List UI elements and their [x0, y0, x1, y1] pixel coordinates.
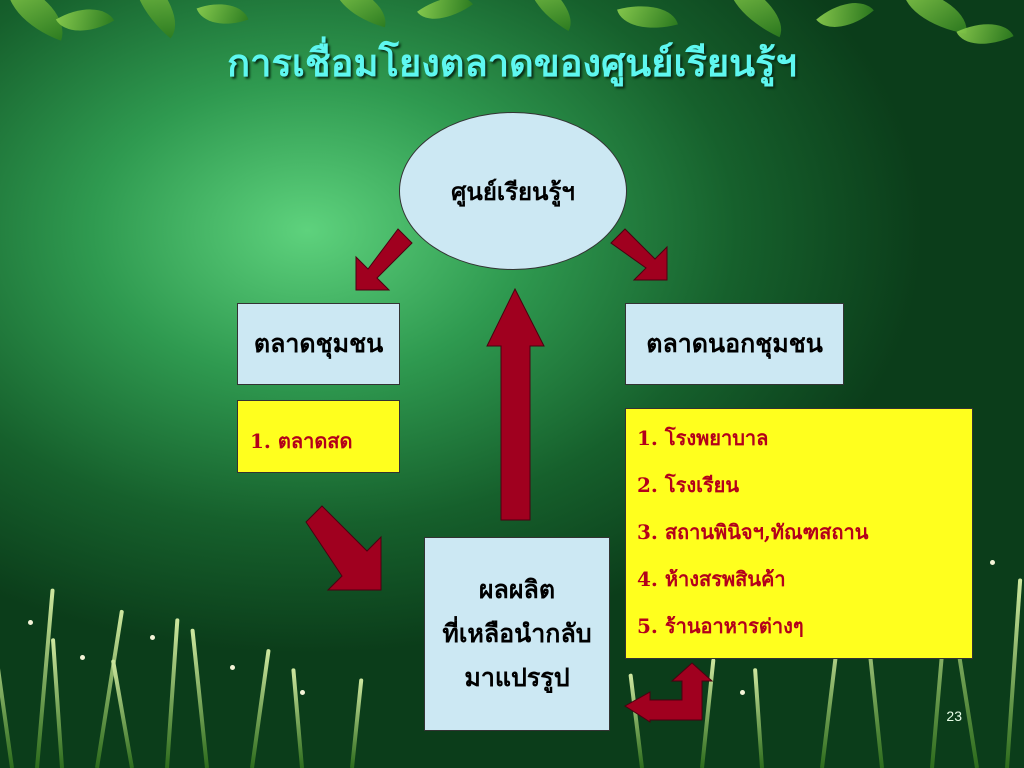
list-item: 1. ตลาดสด	[250, 429, 353, 453]
leftover-produce-node: ผลผลิต ที่เหลือนำกลับ มาแปรรูป	[424, 537, 610, 731]
arrow-center-to-right-market	[610, 228, 668, 281]
learning-center-node: ศูนย์เรียนรู้ฯ	[399, 112, 627, 270]
list-item: 2. โรงเรียน	[637, 473, 740, 497]
outside-market-list: 1. โรงพยาบาล 2. โรงเรียน 3. สถานพินิจฯ,ท…	[625, 408, 973, 659]
arrow-left-list-to-product	[305, 505, 382, 591]
produce-line-2: ที่เหลือนำกลับ	[442, 619, 592, 648]
list-item: 5. ร้านอาหารต่างๆ	[637, 614, 804, 638]
outside-market-box: ตลาดนอกชุมชน	[625, 303, 844, 385]
arrow-product-to-center	[486, 287, 545, 521]
produce-line-1: ผลผลิต	[478, 575, 556, 604]
community-market-list: 1. ตลาดสด	[237, 400, 400, 473]
list-item: 4. ห้างสรพสินค้า	[637, 567, 786, 591]
arrow-right-list-to-product	[624, 662, 714, 723]
page-number: 23	[946, 708, 962, 724]
community-market-box: ตลาดชุมชน	[237, 303, 400, 385]
produce-line-3: มาแปรรูป	[464, 663, 570, 692]
slide-title: การเชื่อมโยงตลาดของศูนย์เรียนรู้ฯ	[227, 40, 797, 85]
arrow-center-to-left-market	[355, 228, 413, 291]
list-item: 3. สถานพินิจฯ,ทัณฑสถาน	[637, 520, 869, 544]
list-item: 1. โรงพยาบาล	[637, 426, 769, 450]
